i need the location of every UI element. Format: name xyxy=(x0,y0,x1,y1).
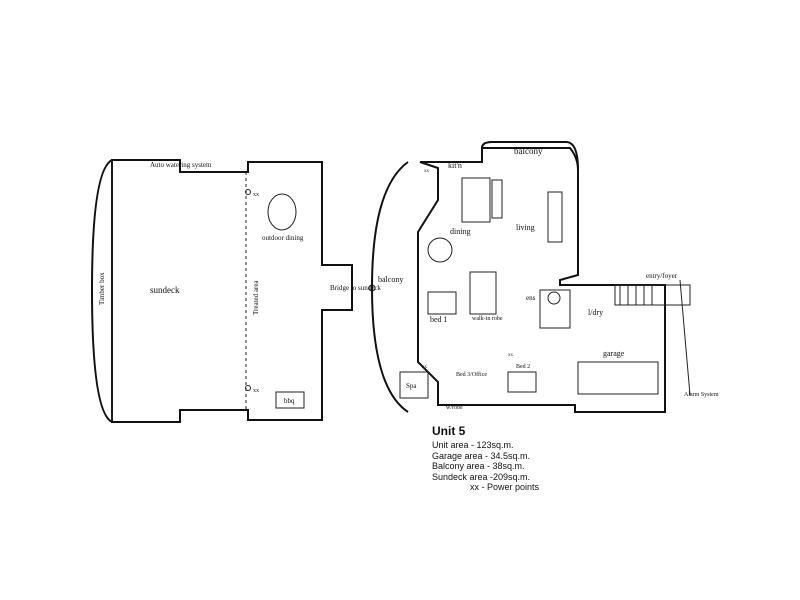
entry-wall xyxy=(679,279,691,396)
robe-label: w/robe xyxy=(446,405,463,411)
spa-box xyxy=(399,371,429,399)
dining-table xyxy=(427,237,453,263)
laundry-label: l/dry xyxy=(588,308,603,317)
ens-label: ens xyxy=(526,294,536,302)
unit-title: Unit 5 xyxy=(432,424,466,438)
bed2-bed xyxy=(507,371,537,393)
timber-box-label: Timber box xyxy=(98,272,106,305)
ensuite-basin xyxy=(547,291,561,305)
power-point xyxy=(245,385,251,391)
outdoor-dining-table xyxy=(267,193,297,231)
spa-label: Spa xyxy=(406,382,417,390)
power-point-mark: xx xyxy=(422,365,428,370)
garage-label: garage xyxy=(603,349,625,358)
bed2-label: Bed 2 xyxy=(516,364,530,370)
garage-area: Garage area - 34.5sq.m. xyxy=(432,450,531,461)
power-points-key: xx - Power points xyxy=(470,482,540,492)
entry-label: entry/foyer xyxy=(646,272,678,280)
power-point-mark: xx xyxy=(508,353,514,358)
bed3-label: Bed 3/Office xyxy=(456,371,487,378)
kitchen-label: kit'n xyxy=(448,161,462,170)
auto-watering-label: Auto watering system xyxy=(150,161,212,169)
living-label: living xyxy=(516,223,535,232)
power-point-mark: xx xyxy=(424,169,430,174)
power-point-mark: xx xyxy=(253,388,259,394)
bridge-label: Bridge to sundeck xyxy=(330,284,381,292)
kitchen-fridge xyxy=(491,179,503,219)
timber-box-edge xyxy=(90,159,113,423)
unit-area: Unit area - 123sq.m. xyxy=(432,440,514,450)
entry-stair xyxy=(614,284,691,306)
sundeck-outline xyxy=(111,159,353,423)
sundeck-area: Sundeck area -209sq.m. xyxy=(432,471,531,482)
dining-label: dining xyxy=(450,227,470,236)
treated-area-label: Treated area xyxy=(252,280,260,315)
living-sofa xyxy=(547,191,563,243)
house-block: balcony balcony kit'n dining living entr… xyxy=(370,141,719,413)
balcony-curve xyxy=(370,161,409,413)
sundeck-block: Auto watering system sundeck Timber box … xyxy=(90,159,381,423)
outdoor-dining-label: outdoor dining xyxy=(262,234,304,242)
garage-car xyxy=(577,361,659,395)
alarm-label: Alarm System xyxy=(684,392,719,398)
power-point xyxy=(245,189,251,195)
balcony-side-label: balcony xyxy=(378,275,403,284)
ensuite-box xyxy=(539,289,571,329)
balcony-area: Balcony area - 38sq.m. xyxy=(432,461,525,471)
bbq-label: bbq xyxy=(284,397,295,405)
walk-in-robe-box xyxy=(469,271,497,315)
sundeck-label: sundeck xyxy=(150,285,180,295)
walk-in-robe-label: walk-in robe xyxy=(472,316,503,322)
area-legend: Unit 5 Unit area - 123sq.m. Garage area … xyxy=(432,424,632,493)
power-point-mark: xx xyxy=(253,192,259,198)
balcony-top-label: balcony xyxy=(514,146,543,156)
bed1-bed xyxy=(427,291,457,315)
bed1-label: bed 1 xyxy=(430,315,448,324)
kitchen-bench xyxy=(461,177,491,223)
bbq-box xyxy=(275,391,305,409)
balcony-top xyxy=(481,141,579,171)
